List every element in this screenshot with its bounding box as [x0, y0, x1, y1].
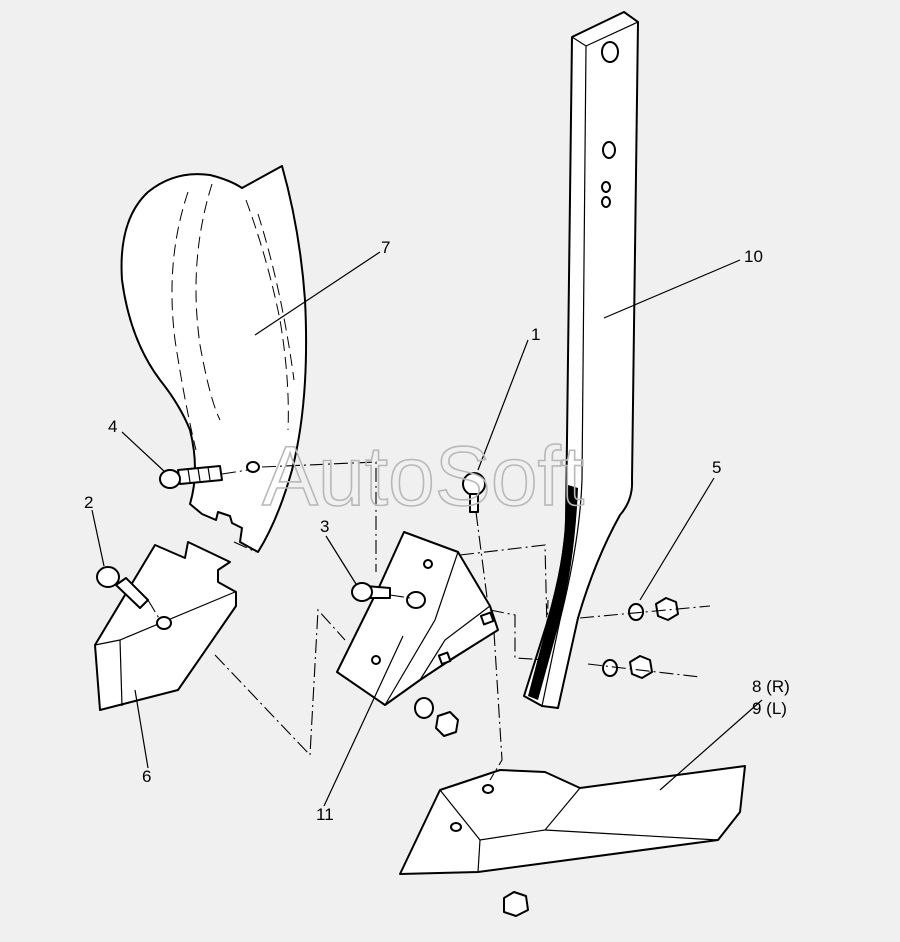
watermark: AutoSoft	[262, 429, 584, 523]
callout-9: 9 (L)	[752, 699, 787, 718]
bolt-part-3	[351, 582, 391, 602]
nut-share	[503, 891, 529, 917]
shank-hole-top	[601, 41, 619, 63]
assembly-lines	[147, 461, 711, 781]
callout-3: 3	[320, 517, 329, 536]
callout-4: 4	[108, 417, 117, 436]
bolt-part-1	[462, 472, 486, 513]
shank-part-10	[523, 11, 639, 709]
shank-dark-edge	[528, 485, 578, 700]
shank-hole-mid	[602, 141, 616, 159]
nut-washer-frog	[414, 697, 459, 737]
callout-10: 10	[744, 247, 763, 266]
moldboard-part-7	[120, 165, 308, 553]
callout-2: 2	[84, 493, 93, 512]
callout-5: 5	[712, 458, 721, 477]
callout-7: 7	[381, 238, 390, 257]
callout-6: 6	[142, 767, 151, 786]
callout-11: 11	[316, 805, 334, 824]
leader-lines	[91, 251, 763, 807]
frog-part-11	[336, 531, 499, 706]
bolt-part-2	[96, 566, 149, 609]
bolt-part-4	[159, 465, 223, 489]
shank-hole-small-2	[601, 196, 611, 208]
callout-8: 8 (R)	[752, 677, 790, 696]
shank-hole-small-1	[601, 181, 611, 193]
shin-part-6	[94, 541, 237, 711]
nut-washer-part-5	[602, 597, 679, 679]
share-part-8-9	[399, 765, 746, 875]
callout-labels: 1 2 3 4 5 6 7 8 (R) 9 (L) 10 11	[84, 238, 790, 824]
callout-1: 1	[531, 325, 540, 344]
